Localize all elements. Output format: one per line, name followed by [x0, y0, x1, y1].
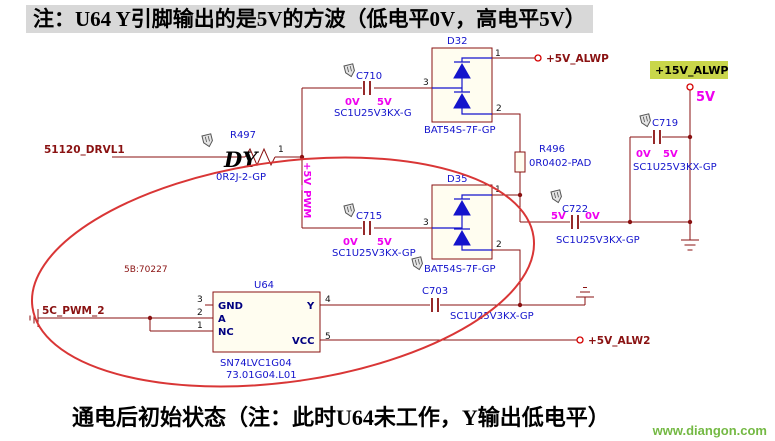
pin-15v-alwp	[686, 83, 694, 91]
value-d35: BAT54S-7F-GP	[424, 264, 496, 275]
pin-number-d32-3: 3	[423, 78, 429, 88]
pin-5v-alw2	[576, 336, 584, 344]
pin-number-u64-a: 2	[197, 308, 203, 318]
value-c719: SC1U25V3KX-GP	[633, 162, 717, 173]
capacitor-c710-symbol	[363, 81, 371, 95]
voltage-c715-left: 0V	[343, 237, 358, 248]
voltage-c715-right: 5V	[377, 237, 392, 248]
pin-number-d32-2: 2	[496, 104, 502, 114]
watermark: www.diangon.com	[652, 423, 767, 438]
ref-c710: C710	[356, 71, 382, 82]
net-label-drvl1: 51120_DRVL1	[44, 144, 125, 156]
ref-u64: U64	[254, 280, 274, 291]
highlight-ellipse	[30, 156, 536, 388]
voltage-c722-right: 0V	[585, 211, 600, 222]
highlight-15v-alwp	[650, 61, 728, 79]
resistor-r496-symbol	[514, 151, 526, 173]
diode-d32	[431, 47, 493, 123]
marker-icon	[639, 113, 653, 129]
net-label-5c-pwm2: 5C_PWM_2	[42, 305, 105, 317]
voltage-c710-left: 0V	[345, 97, 360, 108]
voltage-15v-rail: 5V	[696, 90, 715, 105]
pin-name-u64-y: Y	[306, 301, 315, 312]
top-note: 注：U64 Y引脚输出的是5V的方波（低电平0V，高电平5V）	[26, 5, 593, 33]
net-label-5v-alwp: +5V_ALWP	[546, 53, 609, 65]
value-d32: BAT54S-7F-GP	[424, 125, 496, 136]
net-label-5v-alw2: +5V_ALW2	[588, 335, 650, 347]
capacitor-c715-symbol	[363, 221, 371, 235]
pin-number-u64-vcc: 5	[325, 332, 331, 342]
pin-number-d32-1: 1	[495, 49, 501, 59]
value-c715: SC1U25V3KX-GP	[332, 248, 416, 259]
voltage-c719-left: 0V	[636, 149, 651, 160]
ref-c719: C719	[652, 118, 678, 129]
value-c722: SC1U25V3KX-GP	[556, 235, 640, 246]
marker-icon	[550, 189, 564, 205]
ground-symbols	[29, 235, 699, 327]
pin-5v-alwp	[534, 54, 542, 62]
power-pins	[534, 54, 694, 344]
value-c710: SC1U25V3KX-G	[334, 108, 412, 119]
pin-number-u64-y: 4	[325, 295, 331, 305]
capacitor-symbols	[363, 81, 661, 312]
schematic-wires	[29, 57, 699, 341]
voltage-c710-right: 5V	[377, 97, 392, 108]
junction-dots	[147, 134, 693, 321]
ref-d32: D32	[447, 36, 467, 47]
marker-icon	[343, 63, 357, 79]
ref-c722: C722	[562, 204, 588, 215]
pin-name-u64-nc: NC	[218, 327, 234, 338]
diode-d35	[431, 184, 493, 260]
ref-r496: R496	[539, 144, 565, 155]
pin-number-u64-gnd: 3	[197, 295, 203, 305]
capacitor-c719-symbol	[653, 130, 661, 144]
pin-number-d35-2: 2	[496, 240, 502, 250]
net-label-15v-alwp: +15V_ALWP	[655, 64, 728, 77]
ref-c715: C715	[356, 211, 382, 222]
bottom-caption: 通电后初始状态（注：此时U64未工作，Y输出低电平）	[72, 405, 610, 430]
pin-name-u64-vcc: VCC	[292, 336, 314, 347]
value-r496: 0R0402-PAD	[529, 158, 592, 169]
capacitor-c722-symbol	[571, 215, 579, 229]
value-c703: SC1U25V3KX-GP	[450, 311, 534, 322]
footprint-u64: 73.01G04.L01	[226, 370, 297, 381]
ref-d35: D35	[447, 174, 467, 185]
pin-number-u64-nc: 1	[197, 321, 203, 331]
part-number-u64: SN74LVC1G04	[220, 358, 292, 369]
ref-r497: R497	[230, 130, 256, 141]
resistor-r497-symbol	[244, 147, 276, 167]
marker-icon	[343, 203, 357, 219]
marker-icon	[201, 133, 215, 149]
value-r497: 0R2J-2-GP	[216, 172, 266, 183]
capacitor-c703-symbol	[431, 298, 439, 312]
pin-number-d35-3: 3	[423, 218, 429, 228]
ref-c703: C703	[422, 286, 448, 297]
net-label-5v-pwm: +5V_PWM	[301, 162, 312, 218]
ic-u64	[212, 291, 330, 353]
sheet-reference: 5B:70227	[124, 265, 168, 275]
voltage-c719-right: 5V	[663, 149, 678, 160]
pin-name-u64-gnd: GND	[218, 301, 243, 312]
pin-number-r497-1: 1	[278, 145, 284, 155]
voltage-c722-left: 5V	[551, 211, 566, 222]
pin-name-u64-a: A	[218, 314, 226, 325]
